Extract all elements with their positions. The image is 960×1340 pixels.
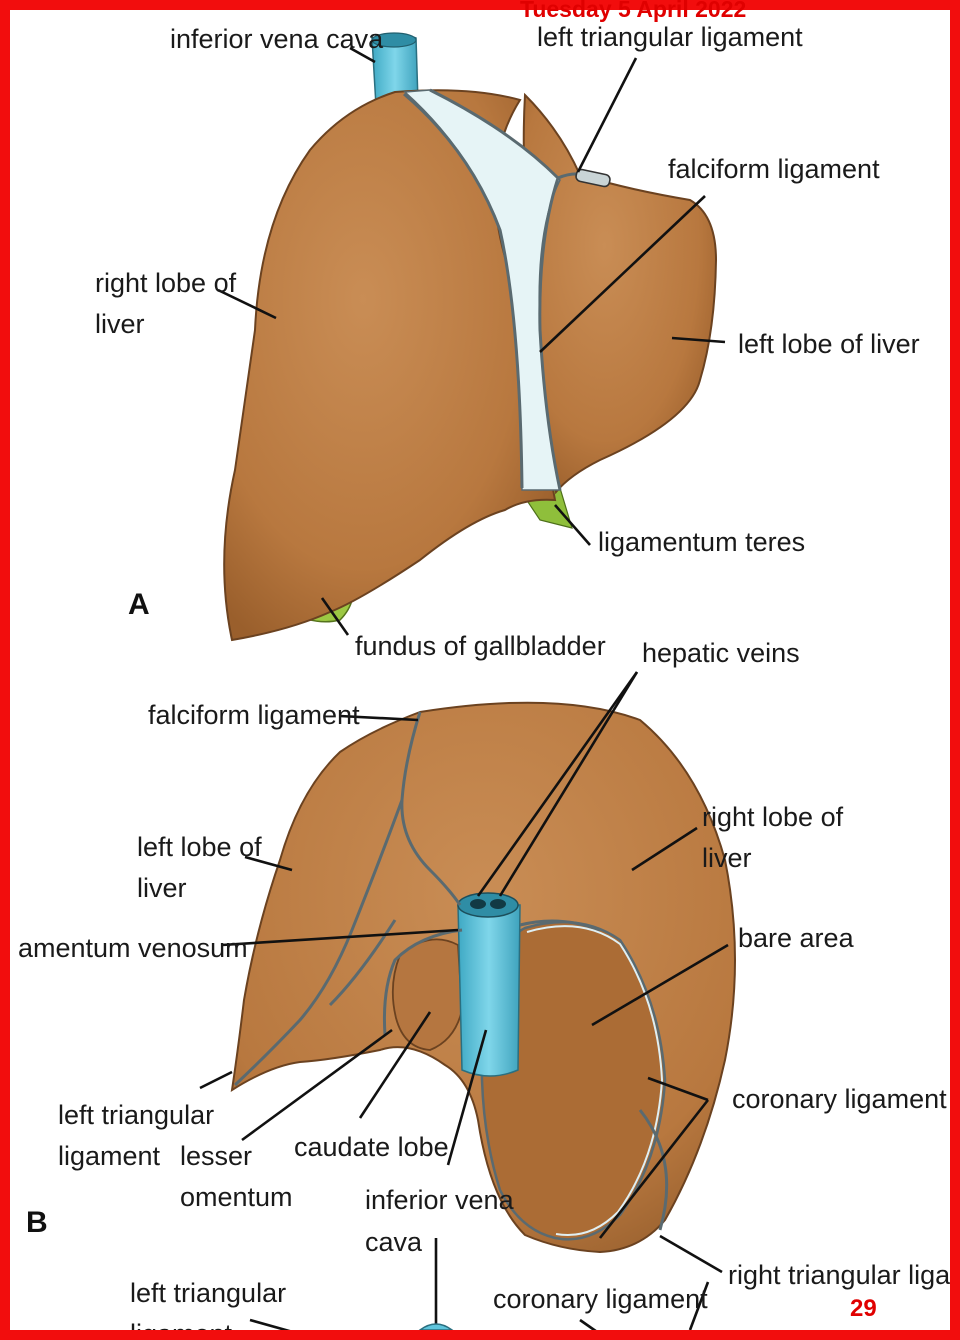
label-b-left-triangular-line2: ligament	[58, 1141, 161, 1171]
panel-b: hepatic veins falciform ligament left lo…	[18, 638, 960, 1290]
panel-a-letter: A	[128, 588, 150, 621]
label-b-ligamentum-venosum: amentum venosum	[18, 933, 248, 963]
panel-b-letter: B	[26, 1206, 48, 1239]
slide-number: 29	[850, 1295, 877, 1323]
panel-a: inferior vena cava left triangular ligam…	[95, 22, 920, 661]
inferior-vena-cava-b-vessel	[458, 905, 520, 1076]
panel-c-vessel-top	[420, 1324, 452, 1330]
label-a-ligamentum-teres: ligamentum teres	[598, 527, 805, 557]
label-a-left-lobe: left lobe of liver	[738, 329, 920, 359]
label-b-lesser-omentum-line1: lesser	[180, 1141, 252, 1171]
label-c-left-triangular-line1: left triangular	[130, 1278, 286, 1308]
label-b-caudate-lobe: caudate lobe	[294, 1132, 449, 1162]
label-b-inferior-vena-cava-line1: inferior vena	[365, 1185, 515, 1215]
label-b-right-triangular-ligament: right triangular ligament	[728, 1260, 960, 1290]
label-a-right-lobe-line2: liver	[95, 309, 145, 339]
label-b-left-lobe-line2: liver	[137, 873, 187, 903]
label-a-inferior-vena-cava: inferior vena cava	[170, 24, 384, 54]
label-a-right-lobe-line1: right lobe of	[95, 268, 237, 298]
label-b-coronary-ligament: coronary ligament	[732, 1084, 947, 1114]
slide-date: Tuesday 5 April 2022	[520, 0, 746, 23]
label-b-right-lobe-line2: liver	[702, 843, 752, 873]
label-b-left-lobe-line1: left lobe of	[137, 832, 262, 862]
label-b-lesser-omentum-line2: omentum	[180, 1182, 293, 1212]
label-a-left-triangular-ligament: left triangular ligament	[537, 22, 803, 52]
label-c-left-triangular-line2: ligament	[130, 1319, 233, 1340]
label-c-coronary-ligament: coronary ligament	[493, 1284, 708, 1314]
caudate-lobe-shape	[393, 939, 462, 1050]
label-b-bare-area: bare area	[738, 923, 855, 953]
label-b-falciform-ligament: falciform ligament	[148, 700, 360, 730]
label-b-left-triangular-line1: left triangular	[58, 1100, 214, 1130]
label-b-inferior-vena-cava-line2: cava	[365, 1227, 423, 1257]
label-b-right-lobe-line1: right lobe of	[702, 802, 844, 832]
label-a-falciform-ligament: falciform ligament	[668, 154, 880, 184]
label-a-fundus-of-gallbladder: fundus of gallbladder	[355, 631, 606, 661]
label-b-hepatic-veins: hepatic veins	[642, 638, 800, 668]
hepatic-vein-openings	[458, 893, 518, 917]
